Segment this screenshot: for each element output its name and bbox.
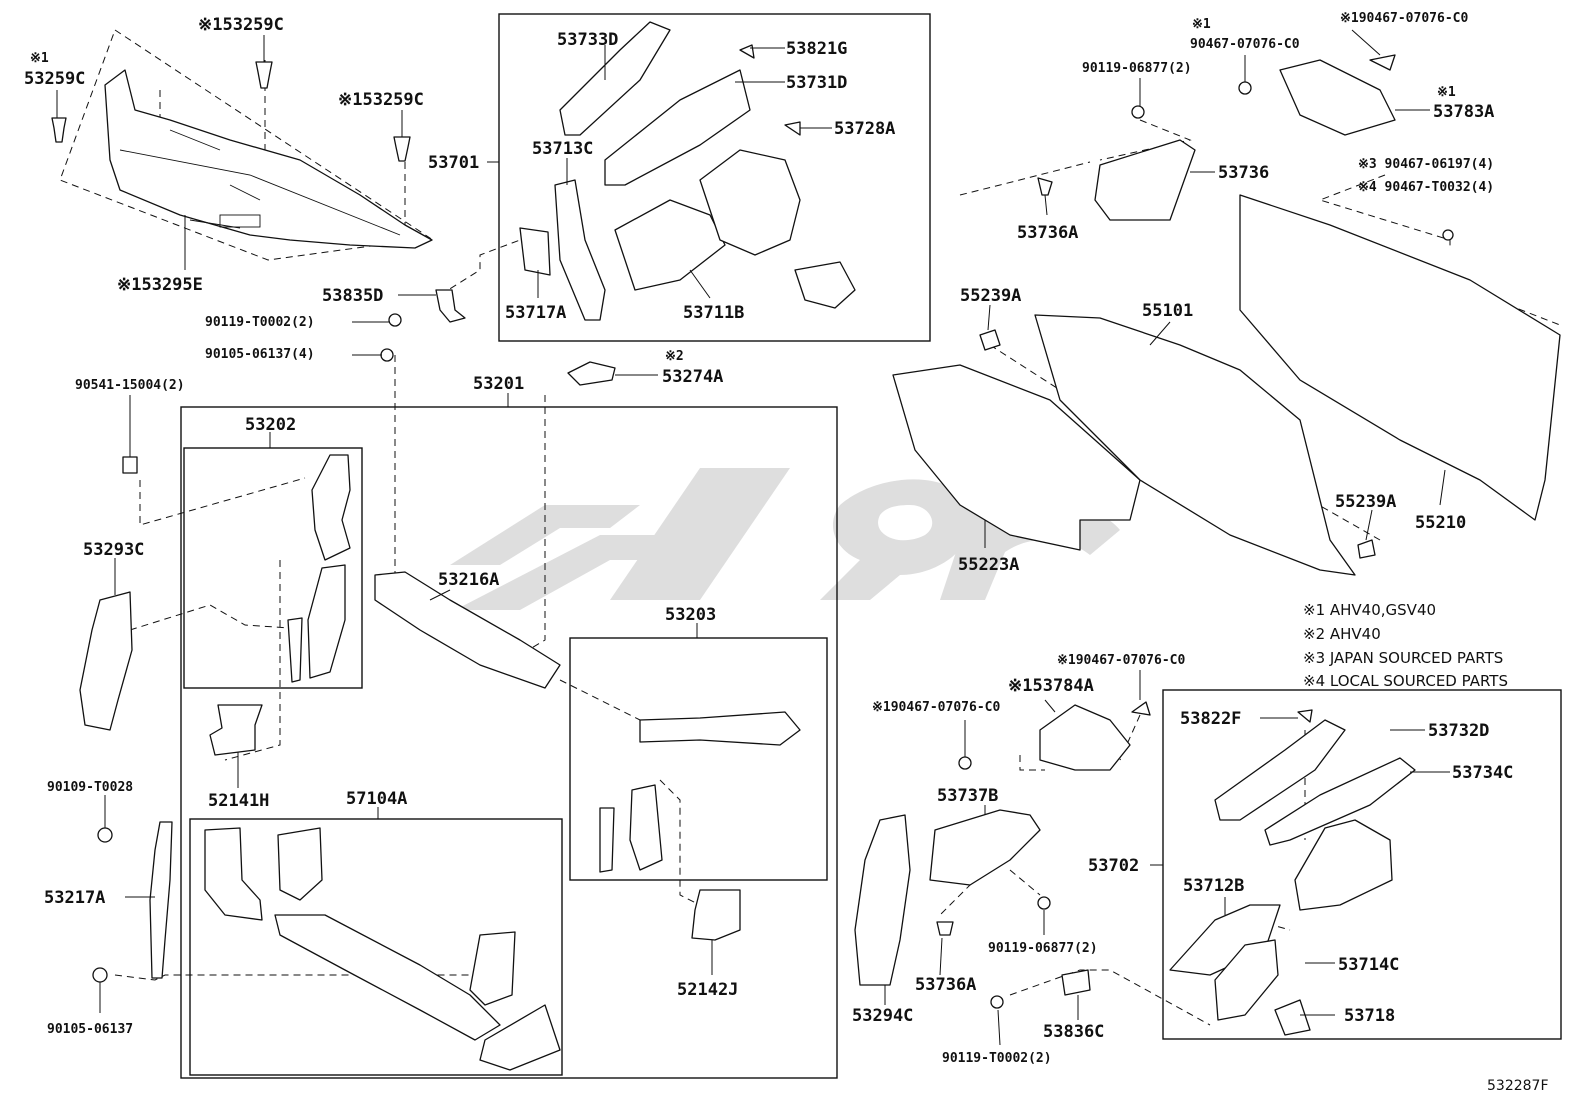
part-group-53701 xyxy=(519,21,856,321)
label-90119-06877-a: 90119-06877(2) xyxy=(1082,61,1192,76)
label-53216a: 53216A xyxy=(438,570,499,590)
legend-notes: ※1 AHV40,GSV40 ※2 AHV40 ※3 JAPAN SOURCED… xyxy=(1303,601,1508,690)
label-53731d: 53731D xyxy=(786,73,847,93)
label-53784a: ※153784A xyxy=(1008,676,1094,696)
label-90109-t0028: 90109-T0028 xyxy=(47,780,133,795)
label-53713c: 53713C xyxy=(532,139,593,159)
group-box-53201 xyxy=(180,406,838,1079)
label-52141h: 52141H xyxy=(208,791,269,811)
label-53714c: 53714C xyxy=(1338,955,1399,975)
label-90105-06137-a: 90105-06137(4) xyxy=(205,347,315,362)
part-53217a xyxy=(149,821,173,979)
label-53822f: 53822F xyxy=(1180,709,1241,729)
part-55223a-insulator xyxy=(892,364,1141,551)
label-53711b: 53711B xyxy=(683,303,744,323)
label-53259c-a: 53259C xyxy=(24,69,85,89)
group-box-53202 xyxy=(183,447,363,689)
label-57104a: 57104A xyxy=(346,789,407,809)
label-55210: 55210 xyxy=(1415,513,1466,533)
label-53294c: 53294C xyxy=(852,1006,913,1026)
label-53274a: 53274A xyxy=(662,367,723,387)
label-90467-a: 90467-07076-C0 xyxy=(1190,37,1300,52)
assembly-dash-lines xyxy=(59,29,1561,1026)
label-90119-t0002-b: 90119-T0002(2) xyxy=(942,1051,1052,1066)
label-53783a: 53783A xyxy=(1433,102,1494,122)
label-53712b: 53712B xyxy=(1183,876,1244,896)
label-53718: 53718 xyxy=(1344,1006,1395,1026)
part-53293c xyxy=(79,591,133,731)
part-group-53202 xyxy=(287,454,351,683)
label-90467-06197: ※3 90467-06197(4) xyxy=(1358,157,1494,172)
label-53835d: 53835D xyxy=(322,286,383,306)
group-box-57104a xyxy=(189,818,563,1076)
label-53733d: 53733D xyxy=(557,30,618,50)
note-2: ※2 AHV40 xyxy=(1303,625,1381,643)
label-90119-t0002-a: 90119-T0002(2) xyxy=(205,315,315,330)
part-group-57104a xyxy=(204,827,561,1071)
group-box-53203 xyxy=(569,637,828,881)
part-55101-dash-panel xyxy=(1034,314,1356,576)
label-53736: 53736 xyxy=(1218,163,1269,183)
label-90541-15004: 90541-15004(2) xyxy=(75,378,185,393)
label-53717a: 53717A xyxy=(505,303,566,323)
part-53294c xyxy=(854,814,911,986)
label-55239a-a: 55239A xyxy=(960,286,1021,306)
label-55223a: 55223A xyxy=(958,555,1019,575)
label-53202: 53202 xyxy=(245,415,296,435)
label-90467-a-mark: ※1 xyxy=(1192,17,1211,32)
part-53274a xyxy=(567,361,616,386)
part-55210-insulator xyxy=(1239,194,1561,521)
part-52141h xyxy=(209,704,263,756)
part-53783a xyxy=(1279,59,1396,136)
part-53216a xyxy=(374,571,561,689)
label-90105-06137-b: 90105-06137 xyxy=(47,1022,133,1037)
part-53835d xyxy=(435,289,466,323)
label-52142j: 52142J xyxy=(677,980,738,1000)
label-53259c-c: ※153259C xyxy=(338,90,424,110)
label-90467-b: ※190467-07076-C0 xyxy=(1340,11,1468,26)
label-53732d: 53732D xyxy=(1428,721,1489,741)
group-box-53701 xyxy=(498,13,931,342)
label-55239a-b: 55239A xyxy=(1335,492,1396,512)
part-53295e-cover xyxy=(104,69,433,249)
part-52142j xyxy=(691,889,741,941)
label-90467-t0032: ※4 90467-T0032(4) xyxy=(1358,180,1494,195)
label-53783a-mark: ※1 xyxy=(1437,85,1456,100)
part-53784a xyxy=(1039,704,1131,771)
part-53736 xyxy=(1094,139,1196,221)
part-group-53203 xyxy=(599,711,801,873)
part-number-labels: ※1 53259C ※153259C ※153259C ※153295E 538… xyxy=(24,11,1513,1066)
label-53728a: 53728A xyxy=(834,119,895,139)
label-90467-c: ※190467-07076-C0 xyxy=(1057,653,1185,668)
label-90119-06877-b: 90119-06877(2) xyxy=(988,941,1098,956)
label-53259c-a-mark: ※1 xyxy=(30,51,49,66)
label-53274a-mark: ※2 xyxy=(665,349,684,364)
part-group-53702 xyxy=(1169,709,1416,1036)
label-53259c-b: ※153259C xyxy=(198,15,284,35)
label-53836c: 53836C xyxy=(1043,1022,1104,1042)
note-3: ※3 JAPAN SOURCED PARTS xyxy=(1303,649,1503,667)
figure-id: 532287F xyxy=(1487,1078,1549,1094)
note-1: ※1 AHV40,GSV40 xyxy=(1303,601,1436,619)
label-53201: 53201 xyxy=(473,374,524,394)
label-53293c: 53293C xyxy=(83,540,144,560)
fastener-icons xyxy=(51,54,1454,1009)
part-53737b xyxy=(929,809,1041,886)
label-53701: 53701 xyxy=(428,153,479,173)
label-53203: 53203 xyxy=(665,605,716,625)
label-53217a: 53217A xyxy=(44,888,105,908)
note-4: ※4 LOCAL SOURCED PARTS xyxy=(1303,672,1508,690)
label-53736a-b: 53736A xyxy=(915,975,976,995)
label-53821g: 53821G xyxy=(786,39,847,59)
leader-lines xyxy=(56,29,1450,1046)
label-53295e: ※153295E xyxy=(117,275,203,295)
label-53734c: 53734C xyxy=(1452,763,1513,783)
label-90467-d: ※190467-07076-C0 xyxy=(872,700,1000,715)
label-53702: 53702 xyxy=(1088,856,1139,876)
label-53736a-a: 53736A xyxy=(1017,223,1078,243)
label-55101: 55101 xyxy=(1142,301,1193,321)
label-53737b: 53737B xyxy=(937,786,998,806)
